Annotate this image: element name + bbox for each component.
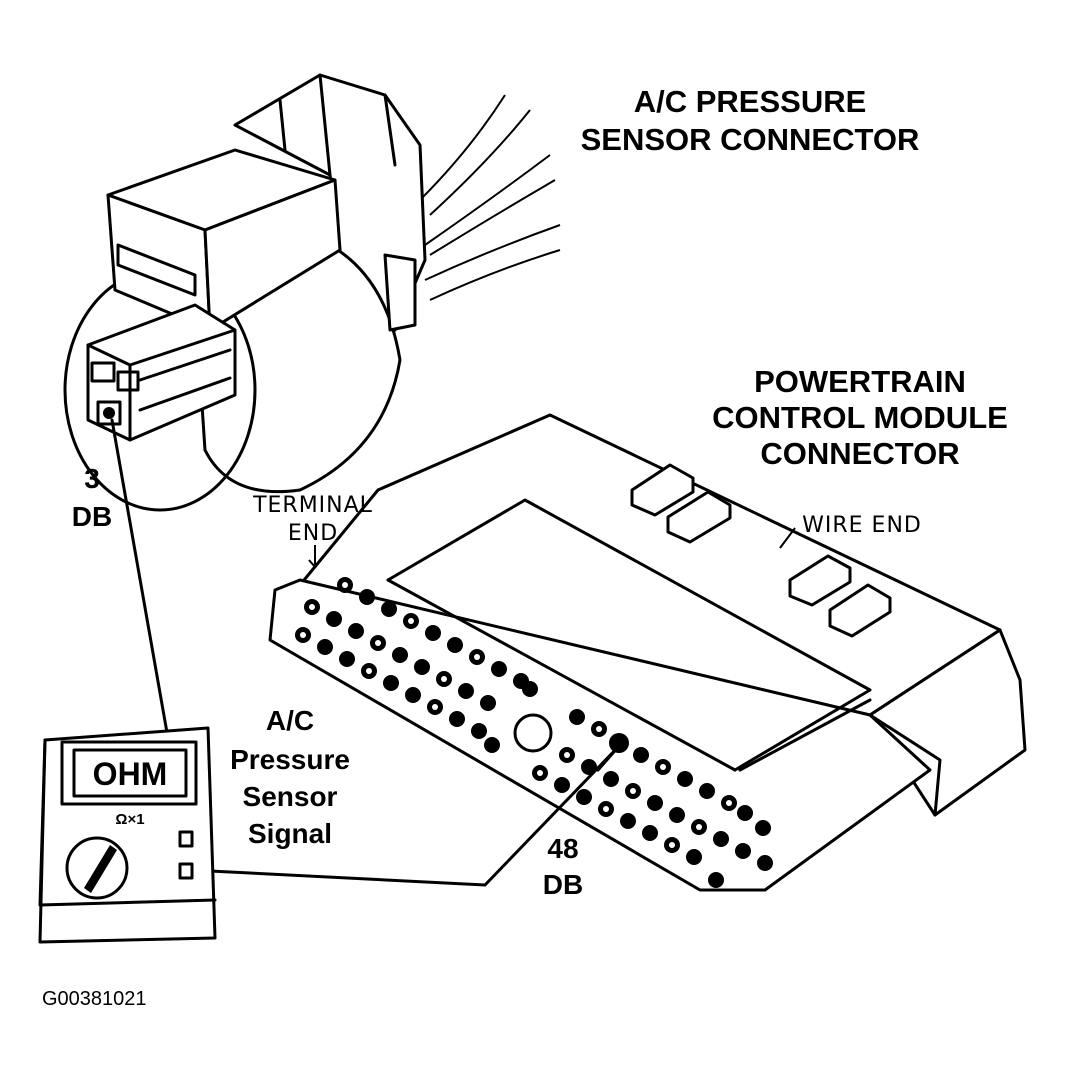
test-lead-pin-48 [188,743,622,887]
pcm-connector-label-line1: POWERTRAIN [754,364,966,399]
meter-display-readout: OHM [93,756,168,792]
latch-tab [630,463,892,638]
pcm-connector-icon [268,413,1027,892]
wire-end-label: WIRE END [802,513,922,538]
pin-3-label-line1: 3 [84,463,100,494]
terminal-end-label-line1: TERMINAL [252,493,373,518]
terminal-end-label-line2: END [288,521,338,546]
multimeter-icon [38,726,217,944]
signal-label-line3: Sensor [243,781,338,812]
signal-label-line2: Pressure [230,744,350,775]
signal-label-line4: Signal [248,818,332,849]
pin-array-right [532,709,773,888]
meter-range-label: Ω×1 [115,811,144,828]
pin-3-label-line2: DB [72,501,112,532]
wire-end-pointer [779,527,796,549]
pcm-connector-label-line3: CONNECTOR [760,436,959,471]
sensor-connector-label-line1: A/C PRESSURE [634,84,867,119]
figure-id: G00381021 [42,988,147,1010]
pin-48-label-line1: 48 [547,833,578,864]
key-hole [513,713,553,753]
pcm-connector-label-line2: CONTROL MODULE [712,400,1008,435]
terminal-end-pointer [308,545,322,569]
sensor-connector-label-line2: SENSOR CONNECTOR [581,122,920,157]
pin-array-left [295,577,538,753]
test-lead-pin-48-probe [596,743,622,772]
signal-label-line1: A/C [266,705,314,736]
pin-48-label-line2: DB [543,869,583,900]
sensor-wires [419,94,561,301]
sensor-connector-icon [63,73,561,512]
